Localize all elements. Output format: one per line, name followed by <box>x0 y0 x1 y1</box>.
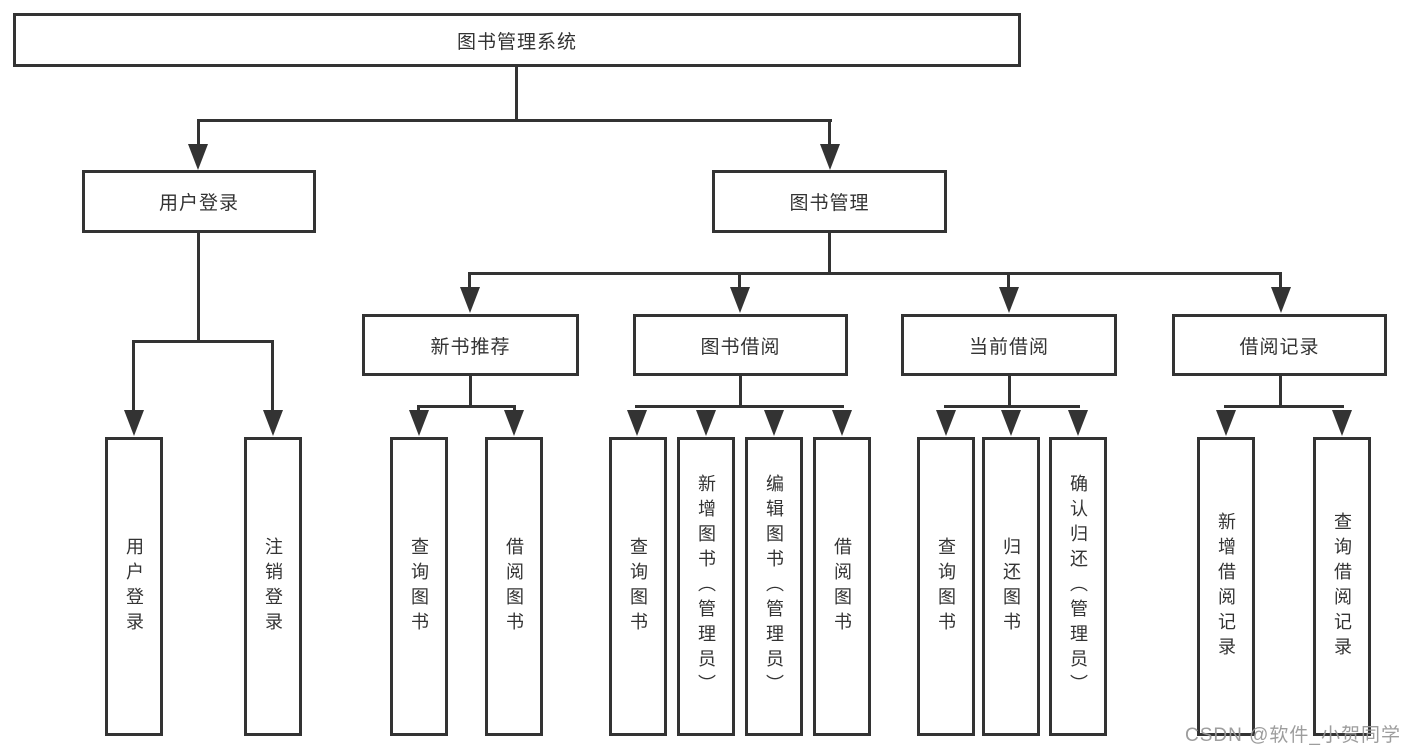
leaf-confirm-return-admin: 确认归还（管理员） <box>1049 437 1107 736</box>
leaf-label: 编辑图书（管理员） <box>764 474 784 699</box>
leaf-query-books: 查询图书 <box>609 437 667 736</box>
connector-leaf-drop <box>417 405 420 414</box>
leaf-logout: 注销登录 <box>244 437 302 736</box>
arrow-down-icon <box>832 410 852 436</box>
connector-book-mgmt-drop <box>828 119 831 147</box>
arrow-down-icon <box>188 144 208 170</box>
arrow-down-icon <box>730 287 750 313</box>
leaf-add-borrow-record: 新增借阅记录 <box>1197 437 1255 736</box>
node-label: 当前借阅 <box>968 336 1049 358</box>
node-library-management-system: 图书管理系统 <box>13 13 1021 67</box>
leaf-return-books: 归还图书 <box>982 437 1040 736</box>
leaf-label: 注销登录 <box>263 536 283 637</box>
connector-stem <box>1008 376 1011 408</box>
leaf-label: 确认归还（管理员） <box>1068 474 1088 699</box>
connector-stem <box>1279 376 1282 408</box>
arrow-down-icon <box>764 410 784 436</box>
node-user-login: 用户登录 <box>82 170 316 233</box>
leaf-label: 查询借阅记录 <box>1332 511 1352 662</box>
leaf-label: 新增图书（管理员） <box>696 474 716 699</box>
csdn-watermark: CSDN @软件_小贺同学 <box>1185 725 1401 746</box>
connector-leaf-drop <box>132 340 135 412</box>
arrow-down-icon <box>1001 410 1021 436</box>
leaf-add-books-admin: 新增图书（管理员） <box>677 437 735 736</box>
arrow-down-icon <box>1271 287 1291 313</box>
leaf-label: 归还图书 <box>1001 536 1021 637</box>
arrow-down-icon <box>1216 410 1236 436</box>
leaf-borrow-books: 借阅图书 <box>485 437 543 736</box>
node-label: 借阅记录 <box>1239 336 1320 358</box>
leaf-edit-books-admin: 编辑图书（管理员） <box>745 437 803 736</box>
arrow-down-icon <box>820 144 840 170</box>
connector-user-login-stem <box>197 233 200 343</box>
connector-stem <box>739 376 742 408</box>
connector-level3-drop <box>738 272 741 290</box>
node-label: 用户登录 <box>158 193 239 214</box>
leaf-user-login: 用户登录 <box>105 437 163 736</box>
leaf-label: 借阅图书 <box>832 536 852 637</box>
connector-level3-drop <box>468 272 471 290</box>
leaf-label: 查询图书 <box>936 536 956 637</box>
leaf-query-books: 查询图书 <box>917 437 975 736</box>
connector-user-login-branch <box>132 340 274 343</box>
node-label: 新书推荐 <box>430 336 511 358</box>
arrow-down-icon <box>999 287 1019 313</box>
connector-leaf-drop <box>271 340 274 412</box>
leaf-query-books: 查询图书 <box>390 437 448 736</box>
connector-branch <box>635 405 844 408</box>
connector-book-mgmt-stem <box>828 233 831 275</box>
arrow-down-icon <box>124 410 144 436</box>
arrow-down-icon <box>1332 410 1352 436</box>
leaf-label: 借阅图书 <box>504 536 524 637</box>
node-borrow-records: 借阅记录 <box>1172 314 1387 376</box>
arrow-down-icon <box>936 410 956 436</box>
connector-root-stem <box>515 64 518 122</box>
connector-level3-drop <box>1007 272 1010 290</box>
node-label: 图书借阅 <box>700 336 781 358</box>
arrow-down-icon <box>460 287 480 313</box>
leaf-label: 查询图书 <box>409 536 429 637</box>
node-label: 图书管理 <box>789 193 870 214</box>
leaf-query-borrow-record: 查询借阅记录 <box>1313 437 1371 736</box>
leaf-label: 新增借阅记录 <box>1216 511 1236 662</box>
arrow-down-icon <box>409 410 429 436</box>
arrow-down-icon <box>627 410 647 436</box>
arrow-down-icon <box>696 410 716 436</box>
node-book-borrowing: 图书借阅 <box>633 314 848 376</box>
leaf-label: 查询图书 <box>628 536 648 637</box>
connector-leaf-drop <box>513 405 516 414</box>
connector-level3-drop <box>1279 272 1282 290</box>
connector-branch <box>1224 405 1344 408</box>
node-new-book-recommend: 新书推荐 <box>362 314 579 376</box>
leaf-borrow-books: 借阅图书 <box>813 437 871 736</box>
arrow-down-icon <box>504 410 524 436</box>
connector-root-branch <box>197 119 832 122</box>
connector-book-mgmt-branch <box>468 272 1282 275</box>
node-book-management: 图书管理 <box>712 170 947 233</box>
connector-stem <box>469 376 472 408</box>
connector-user-login-drop <box>197 119 200 147</box>
arrow-down-icon <box>263 410 283 436</box>
node-current-borrowing: 当前借阅 <box>901 314 1117 376</box>
arrow-down-icon <box>1068 410 1088 436</box>
connector-branch <box>944 405 1080 408</box>
node-label: 图书管理系统 <box>456 31 577 53</box>
leaf-label: 用户登录 <box>124 536 144 637</box>
connector-branch <box>417 405 516 408</box>
